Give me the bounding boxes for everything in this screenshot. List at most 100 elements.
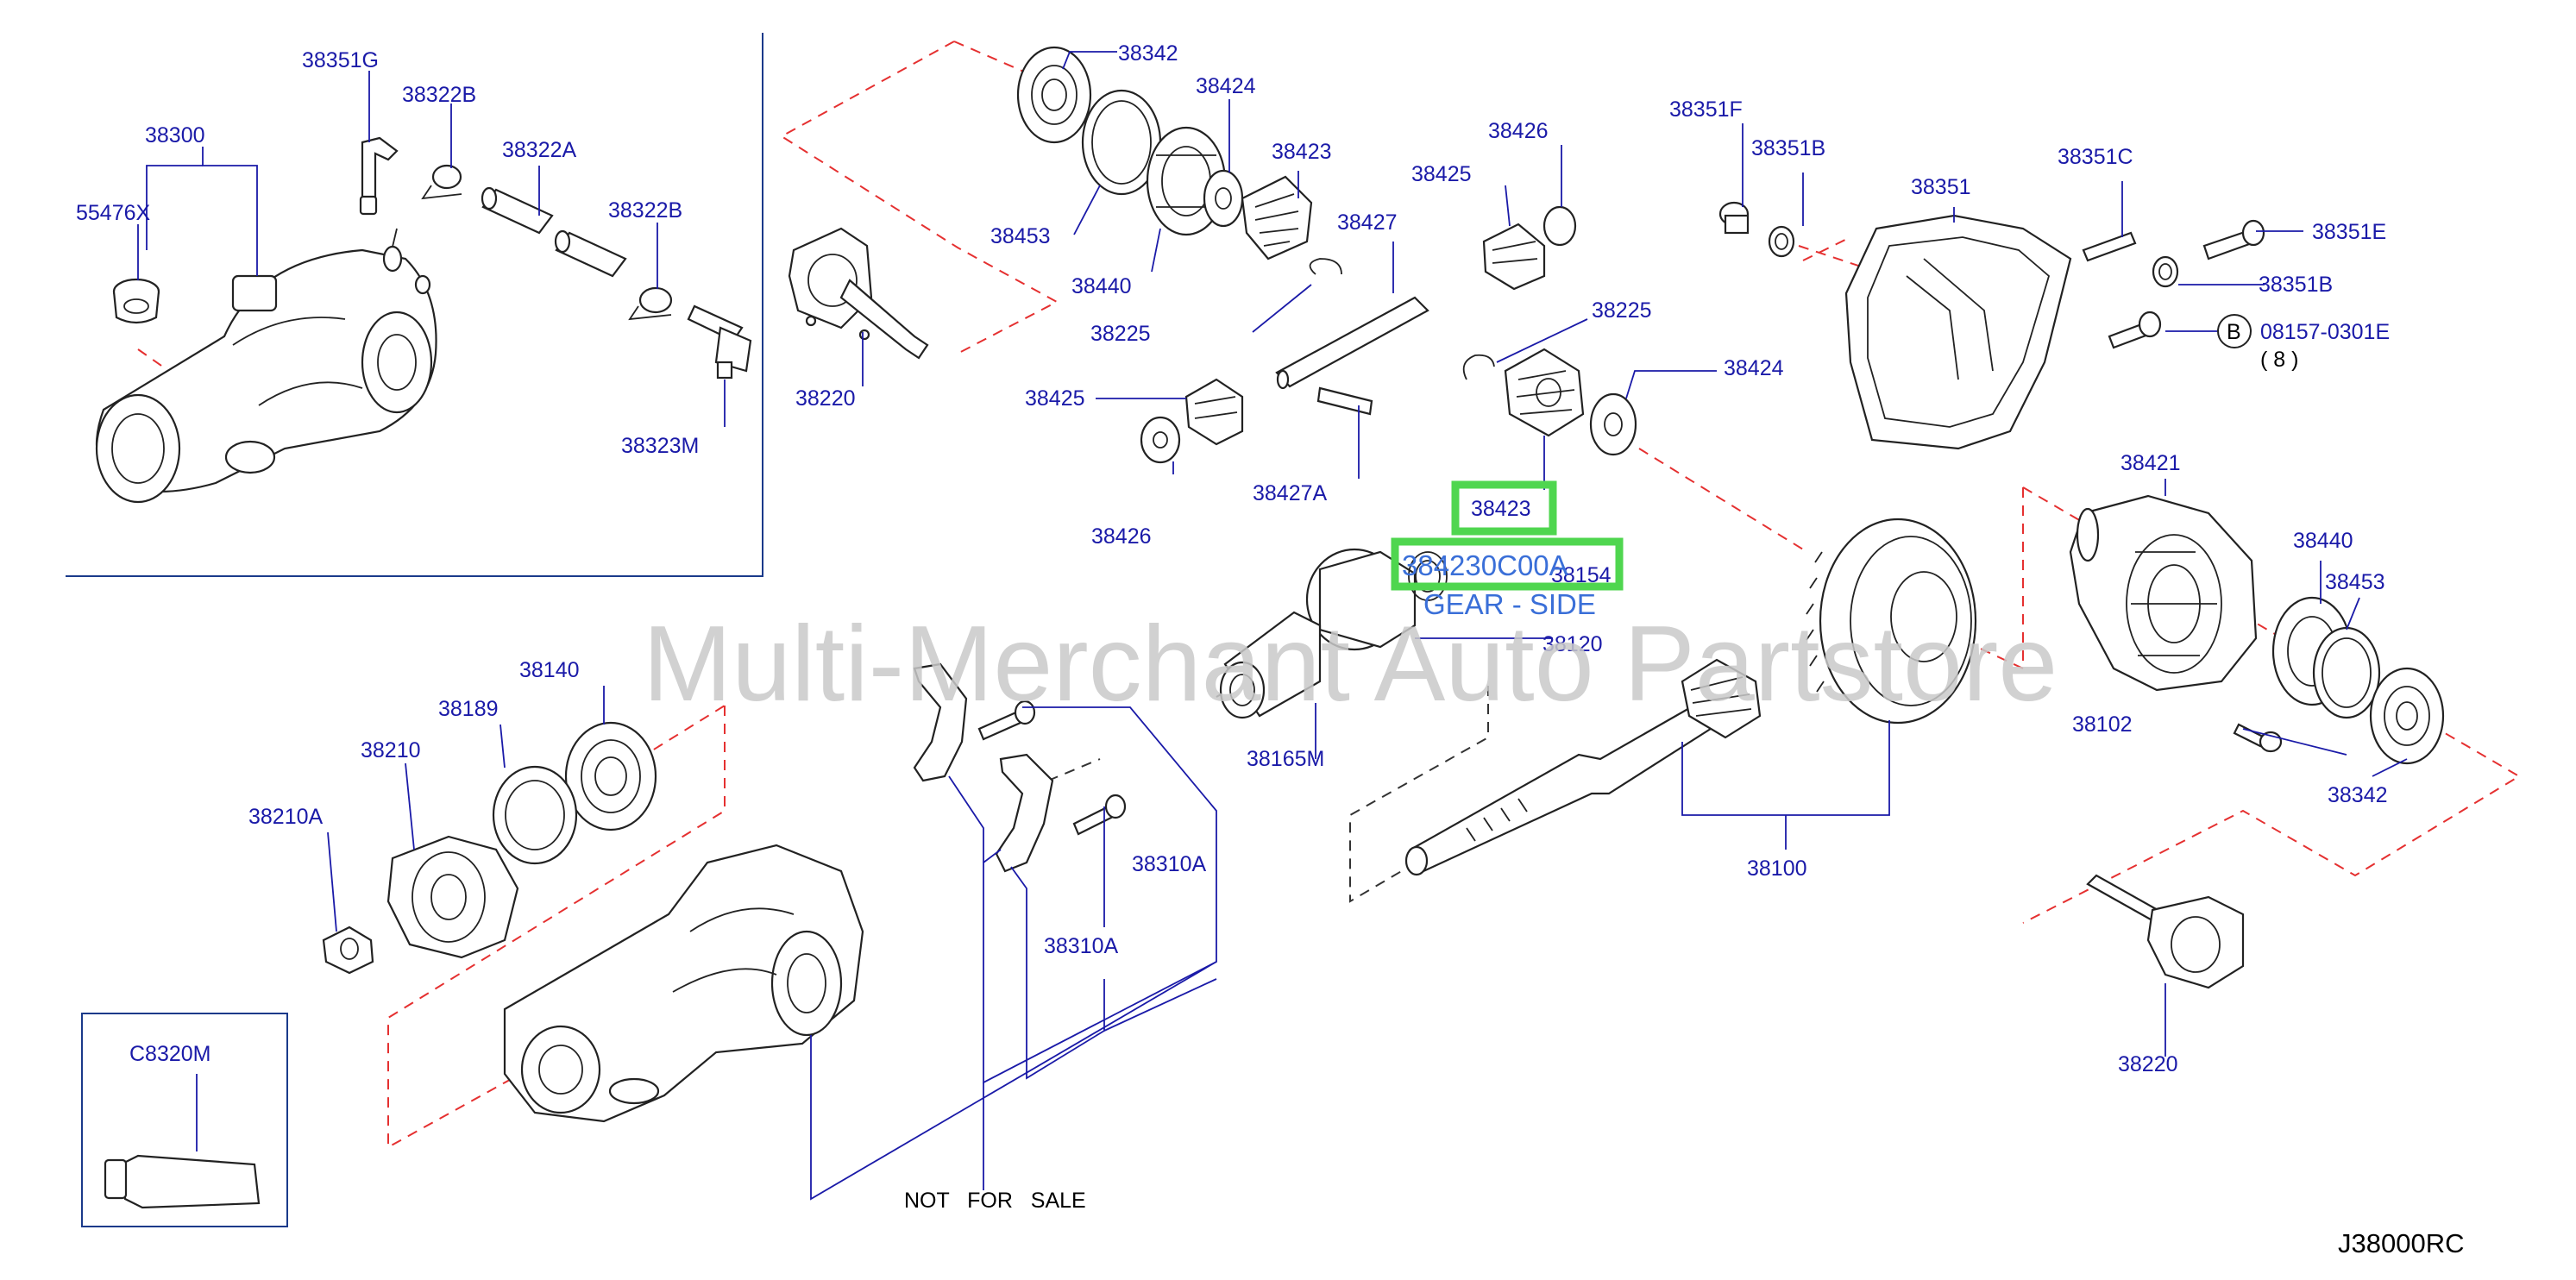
label-38210A[interactable]: 38210A [248,805,324,829]
label-38310A-lower[interactable]: 38310A [1044,934,1119,958]
washer-38424-mid-drawing [1589,392,1637,456]
washer-38426-low-drawing [1140,416,1181,464]
label-38102[interactable]: 38102 [2072,712,2133,737]
callout-quantity: ( 8 ) [2260,348,2298,372]
not-for-sale-note: NOT FOR SALE [904,1189,1086,1213]
label-38351E[interactable]: 38351E [2312,220,2386,244]
sealant-tube-c8320m-drawing [104,1154,261,1209]
bearing-38120-drawing [1305,548,1417,651]
label-38453-right[interactable]: 38453 [2325,570,2385,594]
label-38453-top[interactable]: 38453 [990,224,1051,248]
label-38440-right[interactable]: 38440 [2293,529,2353,553]
highlight-part-number[interactable]: 38423 [1471,497,1531,521]
phantom-cover-to-ring [1638,448,1808,553]
clamp-38322B-lower-drawing [628,286,673,321]
washer-38426-top-drawing [1542,205,1577,247]
label-38189[interactable]: 38189 [438,697,499,721]
label-38425-top[interactable]: 38425 [1411,162,1472,186]
label-38100[interactable]: 38100 [1747,856,1807,881]
connector-38323M-drawing [687,304,752,380]
part-labels: 38351G 38322B 38300 38322A 55476X 38322B… [76,41,2388,1076]
label-38120[interactable]: 38120 [1542,632,1603,656]
gasket-38351B-a-drawing [1768,225,1795,258]
shim-38453-right-drawing [2312,626,2381,719]
label-C8320M[interactable]: C8320M [129,1042,211,1066]
phantom-case-left [1957,487,2024,670]
bearing-38140-drawing [564,721,657,831]
label-38300[interactable]: 38300 [145,123,205,147]
bolt-08157-drawing [2108,311,2162,349]
diagram-code: J38000RC [2338,1228,2464,1258]
clamp-38322B-drawing [421,164,462,200]
bolt-38102-drawing [2233,723,2283,753]
drain-plug-38351E-drawing [2202,219,2265,260]
phantom-pinion-group [780,41,1059,356]
inset-frame-assembly [66,33,763,577]
label-55476X[interactable]: 55476X [76,201,151,225]
label-38323M[interactable]: 38323M [621,434,699,458]
label-38427A[interactable]: 38427A [1253,481,1328,505]
label-38220-right[interactable]: 38220 [2118,1052,2178,1076]
label-38421[interactable]: 38421 [2120,451,2181,475]
pinion-flange-38220-left-drawing [788,227,929,360]
label-38423-top[interactable]: 38423 [1272,140,1332,164]
label-38426-low[interactable]: 38426 [1091,524,1152,549]
label-38342-top[interactable]: 38342 [1118,41,1178,66]
callout-part-number[interactable]: 08157-0301E [2260,320,2390,344]
final-drive-housing-drawing [503,844,864,1123]
bracket-lower-drawing [995,753,1054,873]
label-38154[interactable]: 38154 [1551,563,1612,587]
label-38322A[interactable]: 38322A [502,138,577,162]
label-38140[interactable]: 38140 [519,658,580,682]
label-38424-right[interactable]: 38424 [1724,356,1784,380]
label-38210[interactable]: 38210 [361,738,421,762]
label-38310A-upper[interactable]: 38310A [1132,852,1207,876]
bolt-38310A-lower-drawing [1072,794,1127,836]
label-38351B-lower[interactable]: 38351B [2259,273,2333,297]
label-38165M[interactable]: 38165M [1247,747,1324,771]
label-38342-right[interactable]: 38342 [2328,783,2388,807]
callout-badge-letter: B [2227,320,2241,344]
label-38225-b[interactable]: 38225 [1592,298,1652,323]
label-38440-top[interactable]: 38440 [1071,274,1132,298]
rear-cover-38351-drawing [1844,214,2072,450]
leader-lines [137,51,2408,1201]
spacer-38189-drawing [492,765,578,865]
companion-flange-38210-drawing [386,835,519,959]
label-38220-left[interactable]: 38220 [795,386,856,411]
seal-38154-drawing [1408,551,1448,601]
label-38351F[interactable]: 38351F [1669,97,1743,122]
seal-55476X-drawing [112,278,160,324]
side-flange-38220-right-drawing [2086,874,2245,989]
bearing-38342-drawing [1016,46,1092,144]
highlight-box-full-part-number [1391,537,1624,591]
label-38225-a[interactable]: 38225 [1090,322,1151,346]
pinion-mate-38425-low-drawing [1184,378,1244,446]
ring-gear-38100-drawing [1806,518,1977,725]
bearing-38342-right-drawing [2369,667,2445,765]
stud-38351C-drawing [2082,231,2137,262]
highlight-full-part-number[interactable]: 384230C00A [1402,549,1568,581]
label-38426-top[interactable]: 38426 [1488,119,1549,143]
pinion-mate-38425-top-drawing [1482,223,1546,291]
label-38427[interactable]: 38427 [1337,210,1398,235]
label-38424-top[interactable]: 38424 [1196,74,1256,98]
label-38351B-upper[interactable]: 38351B [1751,136,1825,160]
nut-38210A-drawing [322,925,374,975]
lock-pin-38427A-drawing [1316,386,1373,416]
diff-case-38421-drawing [2069,494,2258,692]
label-38322B-lower[interactable]: 38322B [608,198,682,223]
label-38351[interactable]: 38351 [1911,175,1971,199]
washer-38424-drawing [1203,169,1244,228]
label-38351G[interactable]: 38351G [302,48,379,72]
gear-38423-mid-drawing [1504,348,1585,437]
bracket-upper-drawing [913,662,968,782]
snap-ring-38225-a-drawing [1309,258,1342,275]
label-38351C[interactable]: 38351C [2058,145,2133,169]
watermark-text: Multi-Merchant Auto Partstore [643,605,2058,724]
inset-frame-c8320m [81,1013,288,1227]
label-38425-left[interactable]: 38425 [1025,386,1085,411]
label-38322B-upper[interactable]: 38322B [402,83,476,107]
gear-38423-top-drawing [1241,175,1313,260]
